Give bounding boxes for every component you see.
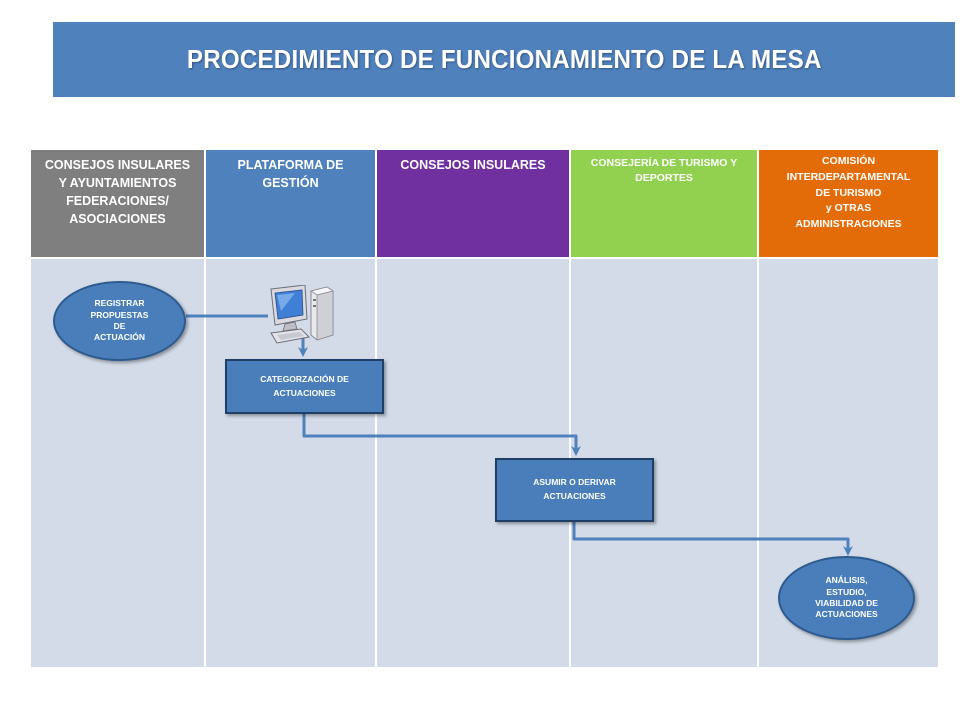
node-analisis-estudio-viabilidad: ANÁLISIS, ESTUDIO, VIABILIDAD DE ACTUACI… bbox=[778, 556, 915, 640]
title-banner: PROCEDIMIENTO DE FUNCIONAMIENTO DE LA ME… bbox=[53, 22, 955, 97]
lane-header-consejos-insulares: CONSEJOS INSULARES bbox=[377, 150, 569, 257]
lane-label: CONSEJOS INSULARES bbox=[400, 158, 546, 172]
lane-header-consejos-insulares-ayuntamientos: CONSEJOS INSULARES Y AYUNTAMIENTOS FEDER… bbox=[31, 150, 204, 257]
page-title: PROCEDIMIENTO DE FUNCIONAMIENTO DE LA ME… bbox=[186, 44, 822, 74]
lane-label: COMISIÓN INTERDEPARTAMENTAL DE TURISMO y… bbox=[786, 155, 911, 230]
lane-label: PLATAFORMA DE GESTIÓN bbox=[237, 158, 344, 191]
connector-categorizacion-to-asumir bbox=[302, 414, 581, 456]
lane-header-comision-interdepartamental: COMISIÓN INTERDEPARTAMENTAL DE TURISMO y… bbox=[759, 150, 938, 257]
computer-icon bbox=[270, 285, 334, 344]
lane-label: CONSEJERÍA DE TURISMO Y DEPORTES bbox=[590, 157, 738, 185]
lane-header-plataforma-gestion: PLATAFORMA DE GESTIÓN bbox=[206, 150, 375, 257]
node-registrar-propuestas: REGISTRAR PROPUESTAS DE ACTUACIÓN bbox=[53, 281, 186, 361]
connector-asumir-to-analisis bbox=[572, 522, 853, 556]
node-asumir-derivar-actuaciones: ASUMIR O DERIVAR ACTUACIONES bbox=[495, 458, 654, 522]
lane-label: CONSEJOS INSULARES Y AYUNTAMIENTOS FEDER… bbox=[44, 158, 191, 227]
lane-header-consejeria-turismo: CONSEJERÍA DE TURISMO Y DEPORTES bbox=[571, 150, 757, 257]
node-categorizacion-actuaciones: CATEGORZACIÓN DE ACTUACIONES bbox=[225, 359, 384, 414]
